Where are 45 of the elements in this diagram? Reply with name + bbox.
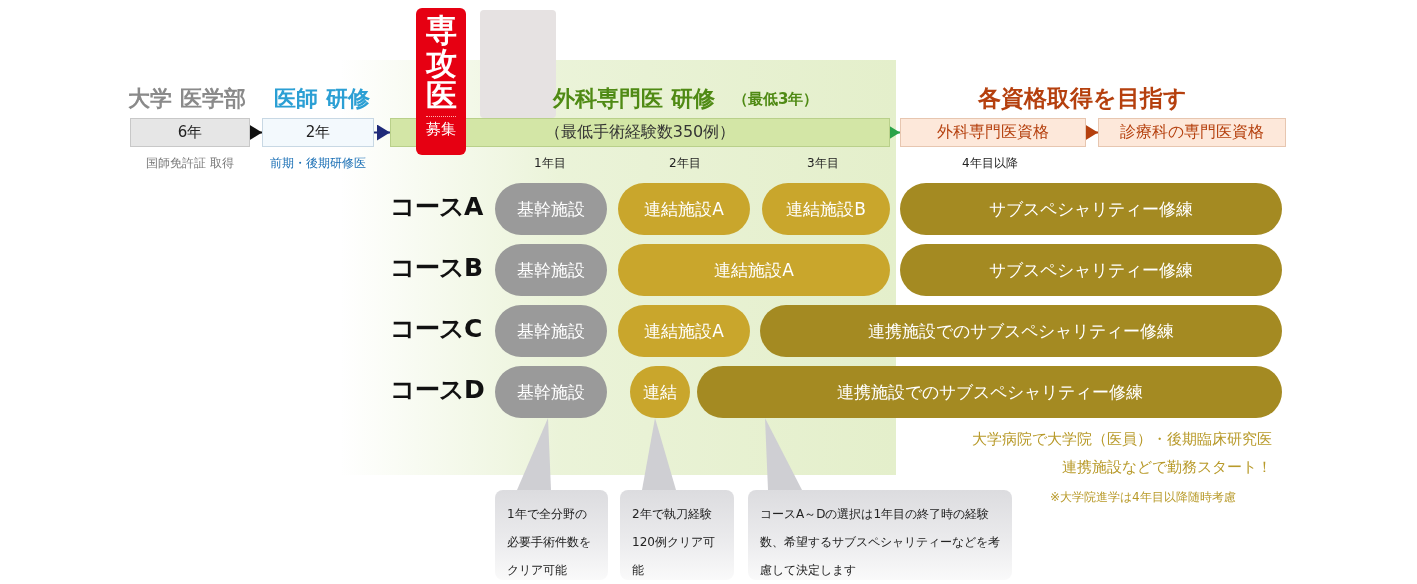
training-pill: サブスペシャリティー修練 — [900, 183, 1282, 235]
facility-pill: 連結 — [630, 366, 690, 418]
section-heading: 外科専門医 研修 — [553, 85, 715, 113]
facility-pill: 連結施設A — [618, 183, 750, 235]
year-label: 4年目以降 — [962, 155, 1018, 172]
note-text: 連携施設などで勤務スタート！ — [1061, 457, 1272, 478]
facility-pill: 連結施設A — [618, 244, 890, 296]
recruit-badge: 専攻医 募集 — [416, 8, 466, 155]
section-heading: 医師 研修 — [274, 85, 370, 113]
course-label: コースB — [390, 252, 483, 284]
year-label: 1年目 — [534, 155, 566, 172]
caption-text: 国師免許証 取得 — [146, 155, 234, 172]
stage-box: 2年 — [262, 118, 374, 147]
course-label: コースD — [390, 374, 484, 406]
training-pill: 連携施設でのサブスペシャリティー修練 — [760, 305, 1282, 357]
callout-tail — [642, 418, 676, 490]
training-pill: 連携施設でのサブスペシャリティー修練 — [697, 366, 1282, 418]
arrow — [1085, 124, 1099, 141]
training-pill: サブスペシャリティー修練 — [900, 244, 1282, 296]
course-label: コースA — [390, 191, 483, 223]
facility-pill: 連結施設B — [762, 183, 890, 235]
stage-box: 6年 — [130, 118, 250, 147]
qualification-box: 外科専門医資格 — [900, 118, 1086, 147]
section-heading: 各資格取得を目指す — [978, 84, 1187, 113]
caption-text: 前期・後期研修医 — [270, 155, 366, 172]
course-label: コースC — [390, 313, 482, 345]
note-text: 大学病院で大学院（医員）・後期臨床研究医 — [971, 429, 1272, 450]
facility-pill: 基幹施設 — [495, 244, 607, 296]
section-heading: 大学 医学部 — [128, 85, 246, 113]
callout-bubble: 1年で全分野の必要手術件数をクリア可能 — [495, 490, 608, 580]
facility-pill: 基幹施設 — [495, 305, 607, 357]
facility-pill: 基幹施設 — [495, 366, 607, 418]
callout-bubble: コースA～Dの選択は1年目の終了時の経験数、希望するサブスペシャリティーなどを考慮して決定します — [748, 490, 1012, 580]
facility-pill: 基幹施設 — [495, 183, 607, 235]
facility-pill: 連結施設A — [618, 305, 750, 357]
year-label: 3年目 — [807, 155, 839, 172]
footnote-text: ※大学院進学は4年目以降随時考慮 — [1050, 489, 1236, 506]
heading-note: （最低3年） — [733, 90, 819, 109]
callout-bubble: 2年で執刀経験120例クリア可能 — [620, 490, 734, 580]
arrow — [249, 124, 263, 141]
callout-tail — [517, 418, 551, 490]
qualification-box: 診療科の専門医資格 — [1098, 118, 1286, 147]
arrow — [373, 124, 391, 141]
callout-tail — [765, 418, 802, 490]
year-label: 2年目 — [669, 155, 701, 172]
